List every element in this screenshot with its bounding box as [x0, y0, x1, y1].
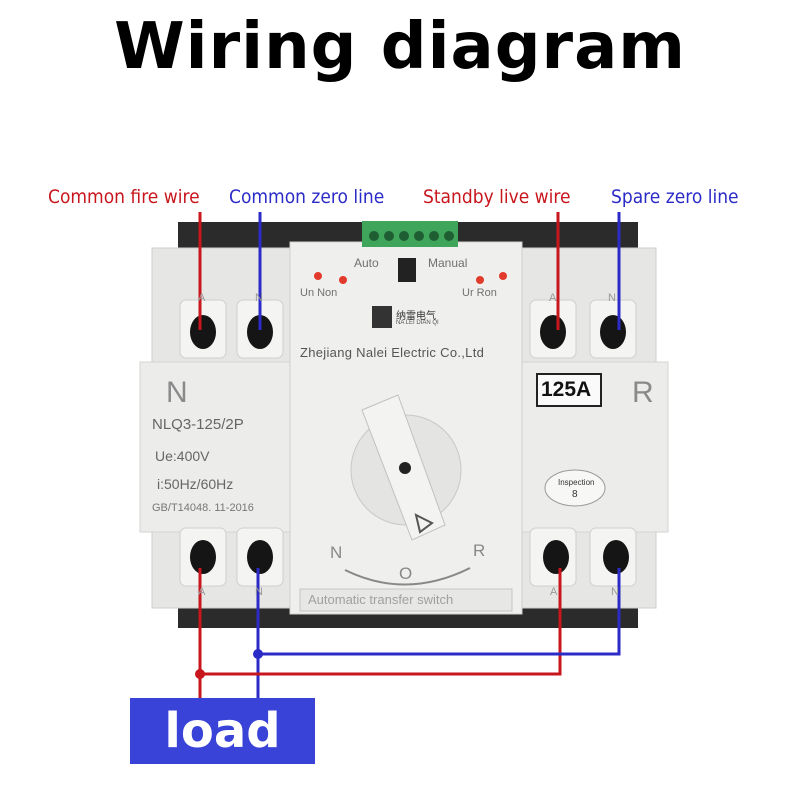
side-n-label: N: [166, 376, 188, 409]
label-spare-zero-line: Spare zero line: [611, 186, 739, 208]
led-1: [314, 272, 322, 280]
dial-r-label: R: [473, 541, 486, 560]
inspection-number: 8: [572, 489, 578, 500]
transfer-switch-label: Automatic transfer switch: [308, 592, 454, 607]
led-2: [339, 276, 347, 284]
wire-zero-bridge: [258, 568, 621, 656]
wire-fire-bridge: [200, 568, 562, 676]
terminal-a-bottom-left: A: [198, 586, 206, 598]
brand-logo: [372, 306, 392, 328]
load-box: load: [130, 698, 315, 764]
freq-label: i:50Hz/60Hz: [157, 476, 234, 492]
side-r-label: R: [632, 376, 654, 409]
bottom-terminals: [179, 527, 637, 587]
led-4: [499, 272, 507, 280]
bottom-plate: [299, 588, 513, 612]
terminal-n-bottom-right: N: [611, 586, 619, 598]
label-common-fire-wire: Common fire wire: [48, 186, 200, 208]
brand-cn: 纳雷电气: [396, 311, 436, 322]
load-label: load: [164, 703, 281, 759]
dial-center: [399, 462, 411, 474]
ue-label: Ue:400V: [155, 448, 210, 464]
dial-o-label: O: [399, 564, 413, 583]
rating-box: [536, 373, 602, 407]
brand-pinyin: NA LEI DIAN QI: [396, 320, 439, 326]
standard-label: GB/T14048. 11-2016: [152, 502, 254, 514]
dial-arc: [344, 567, 471, 586]
page-title: Wiring diagram: [114, 10, 686, 84]
terminal-n-top-right: N: [608, 292, 616, 304]
model-label: NLQ3-125/2P: [152, 416, 244, 433]
un-label: Un Non: [300, 287, 338, 299]
manual-label: Manual: [428, 256, 468, 270]
ur-label: Ur Ron: [462, 287, 497, 299]
terminal-screws: [369, 231, 454, 241]
rating-label: 125A: [541, 378, 592, 401]
dial-n-label: N: [330, 543, 343, 562]
left-face: [139, 361, 296, 533]
label-standby-live-wire: Standby live wire: [423, 186, 571, 208]
terminal-a-bottom-right: A: [550, 586, 558, 598]
inspection-label: Inspection: [558, 478, 595, 487]
label-common-zero-line: Common zero line: [229, 186, 385, 208]
inspection-sticker: [544, 469, 606, 507]
terminal-a-top-left: A: [198, 292, 206, 304]
terminal-n-top-left: N: [255, 292, 263, 304]
maker-label: Zhejiang Nalei Electric Co.,Ltd: [300, 345, 485, 360]
dial-arrow: [414, 513, 434, 534]
led-3: [476, 276, 484, 284]
terminal-a-top-right: A: [549, 292, 557, 304]
terminal-n-bottom-left: N: [255, 586, 263, 598]
junction-zero: [253, 649, 263, 659]
mode-slider: [398, 258, 416, 282]
junction-fire: [195, 669, 205, 679]
auto-label: Auto: [354, 256, 379, 270]
